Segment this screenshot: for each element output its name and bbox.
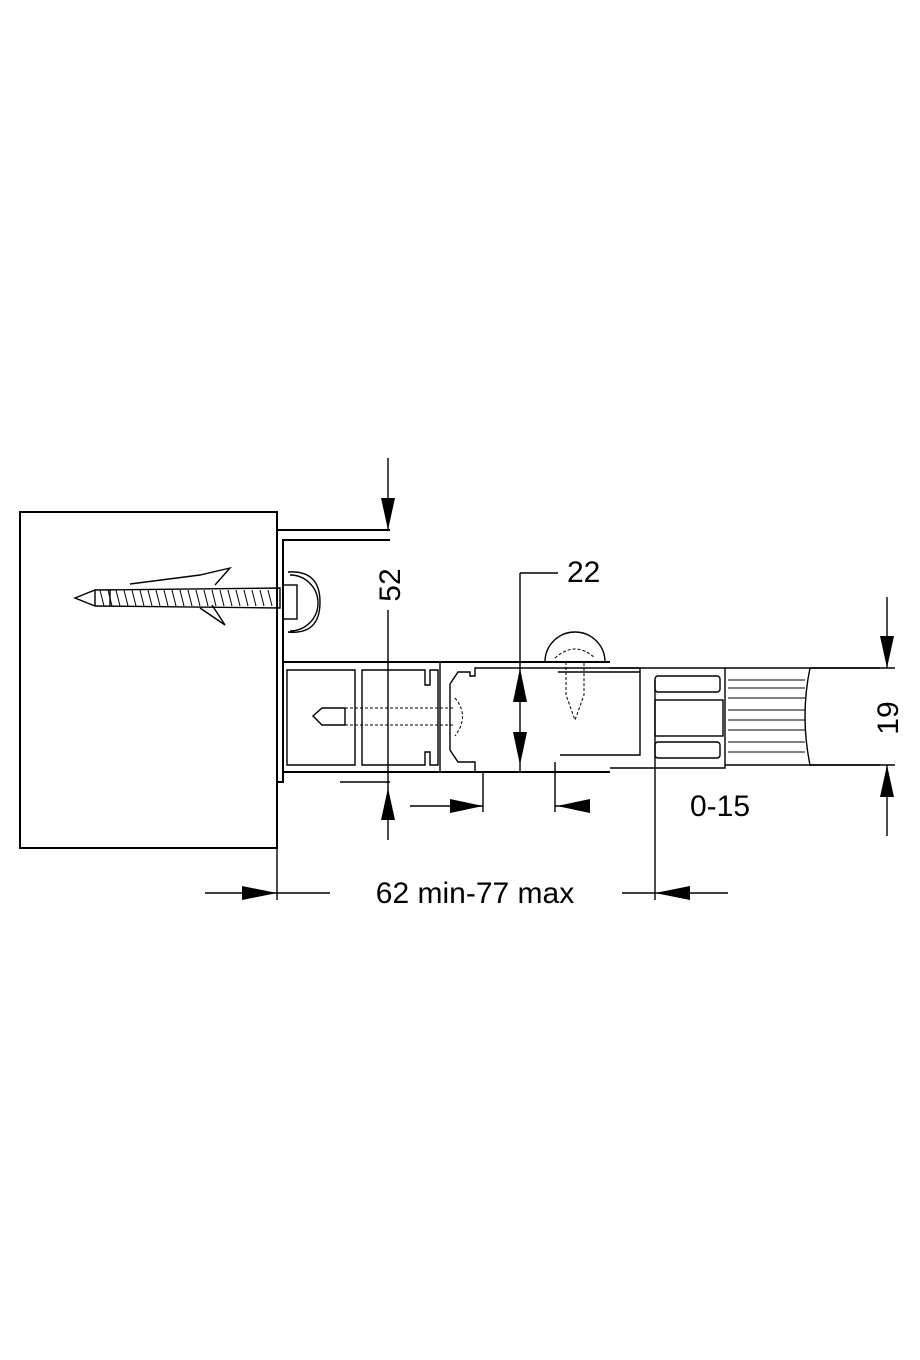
dimension-19: 19 [810,597,905,836]
dimension-label-overall: 62 min-77 max [376,877,574,910]
dimension-22: 22 [513,556,600,772]
dimension-0-15: 0-15 [410,762,750,823]
gasket-brush [725,667,880,766]
wall-section [19,511,278,849]
mounting-bracket [276,529,610,783]
dimension-label-22: 22 [567,556,600,589]
top-screw [544,631,606,722]
aluminium-profile [286,662,726,772]
dimension-label-0-15: 0-15 [690,790,750,823]
dimension-52: 52 [340,458,407,840]
dimension-overall: 62 min-77 max [205,680,728,910]
dimension-label-19: 19 [872,701,905,734]
dimension-label-52: 52 [374,568,407,601]
